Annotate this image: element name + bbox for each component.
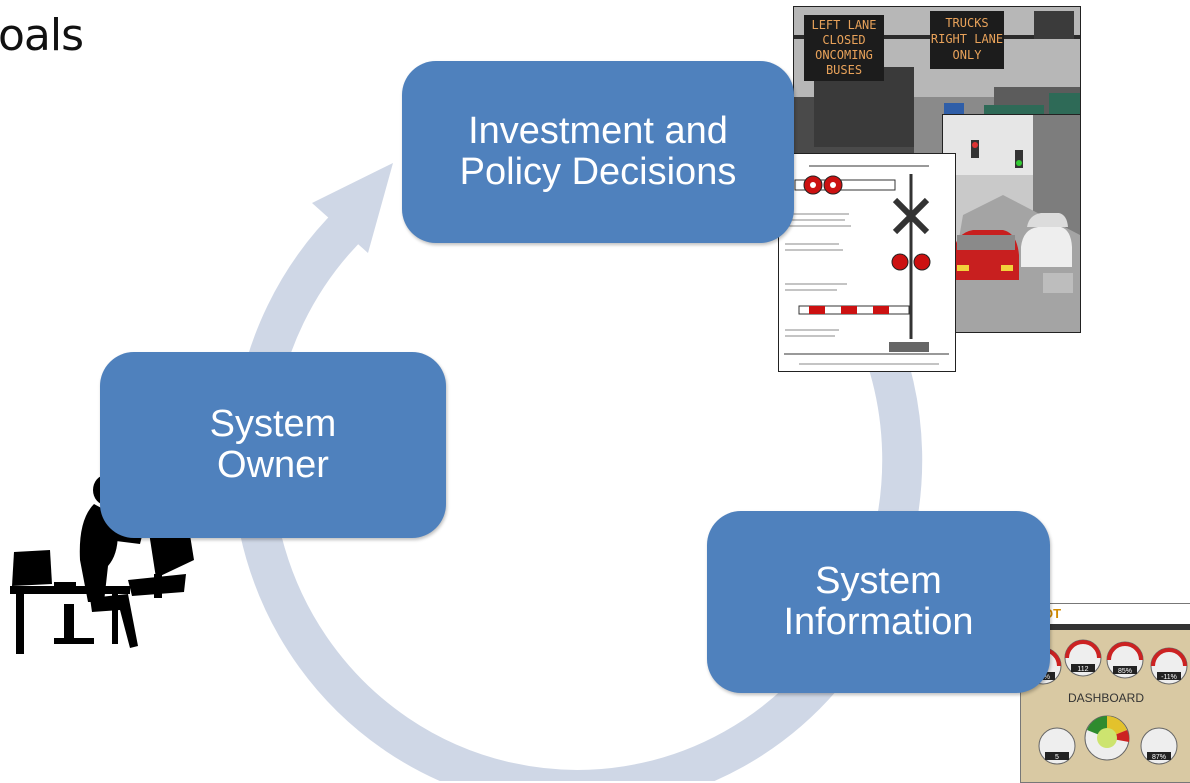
system-information-label: System Information <box>783 560 974 643</box>
traffic-road-photo <box>942 114 1081 333</box>
slide-title-fragment: oals <box>0 10 84 61</box>
sign-buses: BUSES <box>826 63 862 77</box>
system-owner-label: System Owner <box>209 403 337 486</box>
system-information-node: System Information <box>707 511 1050 693</box>
gauge-readout-3: 85% <box>1118 668 1132 675</box>
investment-policy-node: Investment and Policy Decisions <box>402 61 794 243</box>
railroad-crossing-diagram <box>778 153 956 372</box>
gauge-readout-5: 5 <box>1055 754 1059 761</box>
gauge-readout-4: -11% <box>1161 674 1177 681</box>
sign-closed: CLOSED <box>822 33 865 47</box>
sign-oncoming: ONCOMING <box>815 48 873 62</box>
sign-right-lane: RIGHT LANE <box>931 32 1003 46</box>
gauge-readout-6: 87% <box>1152 754 1166 761</box>
investment-policy-label: Investment and Policy Decisions <box>459 110 737 193</box>
sign-only: ONLY <box>953 48 983 62</box>
sign-left-lane: LEFT LANE <box>811 18 876 32</box>
system-owner-node: System Owner <box>100 352 446 538</box>
sign-trucks: TRUCKS <box>945 16 988 30</box>
dashboard-title: DASHBOARD <box>1068 691 1144 705</box>
gauge-readout-2: 112 <box>1077 666 1088 673</box>
